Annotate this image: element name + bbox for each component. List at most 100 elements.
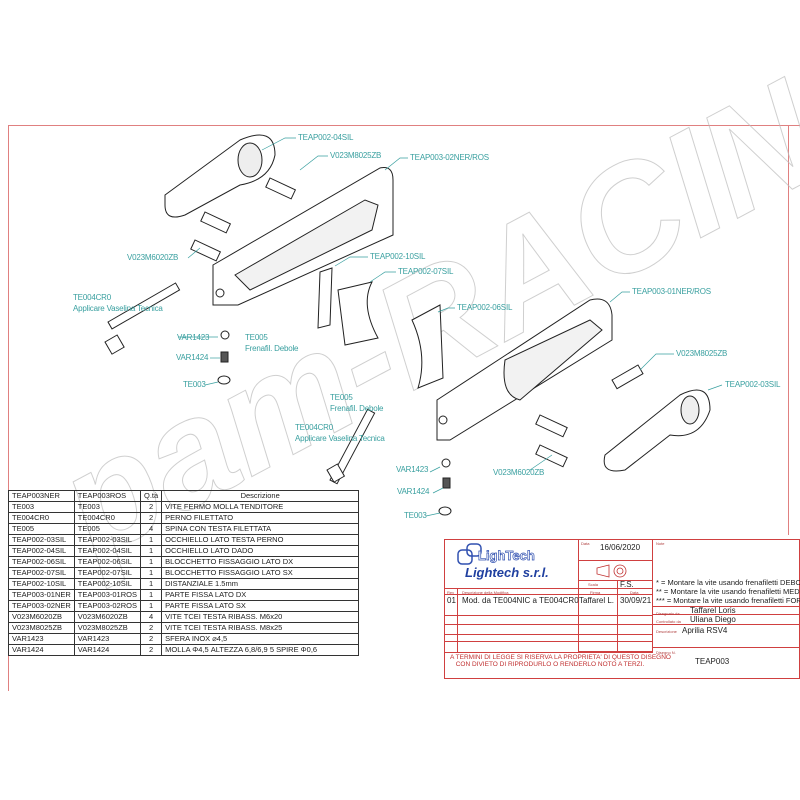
quantity-cell: 1 xyxy=(139,567,163,579)
callout-v023m6020zb-left: V023M6020ZB xyxy=(127,253,179,262)
drawn-by-label: Disegnato da xyxy=(656,611,680,616)
code-ner-cell: TEAP002-07SIL xyxy=(8,567,75,579)
drawing-number: TEAP003 xyxy=(695,657,730,666)
legal-notice-line-1: A TERMINI DI LEGGE SI RISERVA LA PROPRIE… xyxy=(450,654,671,661)
projection-symbol-icon xyxy=(596,564,627,578)
quantity-cell: 4 xyxy=(139,611,163,623)
code-ros-cell: TEAP002-10SIL xyxy=(73,578,141,590)
quantity-cell: 4 xyxy=(139,523,163,535)
callout-v023m8025zb-left: V023M8025ZB xyxy=(330,151,382,160)
table-header-row: TEAP003NER TEAP003ROS Q.tà Descrizione xyxy=(8,490,360,502)
date-label: Data xyxy=(581,541,590,546)
quantity-cell: 2 xyxy=(139,633,163,645)
code-ros-cell: TE004CR0 xyxy=(73,512,141,524)
code-ros-cell: TEAP002-07SIL xyxy=(73,567,141,579)
callout-teap002-06sil: TEAP002-06SIL xyxy=(457,303,513,312)
note-line-1: * = Montare la vite usando frenafiletti … xyxy=(656,578,800,587)
rev-date-label: Data xyxy=(630,590,639,595)
description-cell: VITE TCEI TESTA RIBASS. M8x25 xyxy=(161,622,360,634)
description-cell: VITE FERMO MOLLA TENDITORE xyxy=(161,501,360,513)
part-spacer-10sil xyxy=(317,267,333,329)
description-cell: SPINA CON TESTA FILETTATA xyxy=(161,523,360,535)
code-ros-cell: TE005 xyxy=(73,523,141,535)
code-ros-cell: TEAP002-06SIL xyxy=(73,556,141,568)
code-ros-cell: V023M8025ZB xyxy=(73,622,141,634)
code-ros-cell: V023M6020ZB xyxy=(73,611,141,623)
checked-by-label: Controllato da xyxy=(656,619,681,624)
drawn-by: Taffarel Loris xyxy=(690,606,736,615)
description-cell: BLOCCHETTO FISSAGGIO LATO SX xyxy=(161,567,360,579)
company-name: Lightech s.r.l. xyxy=(465,565,549,580)
lightech-logo-icon xyxy=(457,543,482,565)
quantity-cell: 1 xyxy=(139,556,163,568)
code-ros-cell: TEAP002-03SIL xyxy=(73,534,141,546)
code-ner-cell: TE003 xyxy=(8,501,75,513)
quantity-cell: 2 xyxy=(139,622,163,634)
quantity-cell: 2 xyxy=(139,512,163,524)
code-ros-cell: TEAP002-04SIL xyxy=(73,545,141,557)
callout-var1424-right: VAR1424 xyxy=(397,487,430,496)
code-ner-cell: TE005 xyxy=(8,523,75,535)
rev-label: Rev xyxy=(447,590,455,595)
quantity-cell: 1 xyxy=(139,534,163,546)
code-ner-cell: V023M6020ZB xyxy=(8,611,75,623)
description-value: Aprilia RSV4 xyxy=(682,626,728,635)
callout-te003-left: TE003 xyxy=(183,380,206,389)
description-cell: PARTE FISSA LATO DX xyxy=(161,589,360,601)
code-ros-cell: VAR1423 xyxy=(73,633,141,645)
callout-te003-right: TE003 xyxy=(404,511,427,520)
note-label: Note xyxy=(656,541,665,546)
code-ner-cell: TEAP002-03SIL xyxy=(8,534,75,546)
callout-var1423-right: VAR1423 xyxy=(396,465,429,474)
scale-value: F.S. xyxy=(620,580,634,589)
code-ros-cell: VAR1424 xyxy=(73,644,141,656)
quantity-cell: 1 xyxy=(139,578,163,590)
callout-teap002-10sil: TEAP002-10SIL xyxy=(370,252,426,261)
description-cell: MOLLA Φ4,5 ALTEZZA 6,8/6,9 5 SPIRE Φ0,6 xyxy=(161,644,360,656)
part-threaded-pin-left xyxy=(107,282,181,330)
logo-text: LighTech xyxy=(478,548,536,564)
callout-teap002-03sil: TEAP002-03SIL xyxy=(725,380,781,389)
callout-v023m6020zb-right: V023M6020ZB xyxy=(493,468,545,477)
code-ner-cell: V023M8025ZB xyxy=(8,622,75,634)
description-cell: VITE TCEI TESTA RIBASS. M6x20 xyxy=(161,611,360,623)
callout-teap002-07sil: TEAP002-07SIL xyxy=(398,267,454,276)
signature-label: Firma xyxy=(590,590,601,595)
description-cell: OCCHIELLO LATO TESTA PERNO xyxy=(161,534,360,546)
callout-teap003-02: TEAP003-02NER/ROS xyxy=(410,153,489,162)
code-ner-cell: TEAP003-02NER xyxy=(8,600,75,612)
note-line-3: *** = Montare la vite usando frenafilett… xyxy=(656,596,800,605)
code-ner-cell: VAR1424 xyxy=(8,644,75,656)
code-ros-cell: TEAP003-01ROS xyxy=(73,589,141,601)
quantity-cell: 1 xyxy=(139,589,163,601)
drawing-number-label: Disegno N. xyxy=(656,650,676,655)
description-cell: DISTANZIALE 1.5mm xyxy=(161,578,360,590)
code-ner-cell: TEAP003-01NER xyxy=(8,589,75,601)
part-block-07sil xyxy=(337,281,379,346)
quantity-cell: 1 xyxy=(139,600,163,612)
description-label: Descrizione xyxy=(656,629,677,634)
revision-date: 30/09/21 xyxy=(620,596,652,605)
code-ros-cell: TE003 xyxy=(73,501,141,513)
callout-v023m8025zb-right: V023M8025ZB xyxy=(676,349,728,358)
callout-var1424-left: VAR1424 xyxy=(176,353,209,362)
note-line-2: ** = Montare la vite usando frenafiletti… xyxy=(656,587,800,596)
description-cell: BLOCCHETTO FISSAGGIO LATO DX xyxy=(161,556,360,568)
code-ner-cell: TEAP002-06SIL xyxy=(8,556,75,568)
header-cell: Descrizione xyxy=(161,490,360,502)
callout-teap002-04sil: TEAP002-04SIL xyxy=(298,133,354,142)
